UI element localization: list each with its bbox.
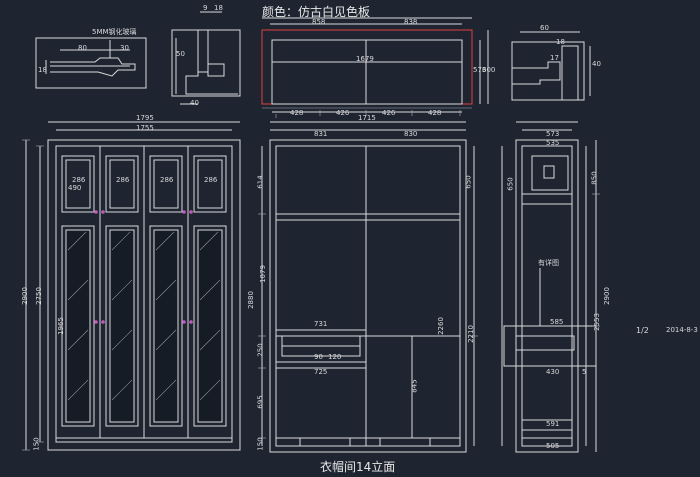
dim-left-panel: 286	[160, 176, 174, 184]
dim-right-h: 2900	[602, 287, 611, 305]
dim-right-h: 850	[590, 171, 599, 185]
dim-detail-b: 30	[120, 44, 129, 52]
dimension-lines	[22, 107, 600, 451]
dim-left-inner: 1755	[136, 124, 154, 132]
dim-left-door: 1965	[56, 317, 65, 335]
dim-mid-half: 830	[404, 130, 418, 138]
dim-mid-right: 2210	[466, 325, 475, 343]
dim-top-seg: 428	[290, 109, 304, 117]
dim-right-drawer: 5	[582, 368, 587, 376]
dim-detail-c: 40	[592, 60, 601, 68]
dim-right-drawer: 430	[546, 368, 560, 376]
dim-right-total: 573	[546, 130, 560, 138]
door-lower-panels	[61, 225, 227, 427]
dim-detail-b: 80	[78, 44, 87, 52]
dim-right-h: 650	[506, 177, 515, 191]
door-upper-panels	[61, 155, 227, 213]
dim-mid-h: 614	[256, 175, 265, 189]
dim-mid-h: 150	[256, 437, 265, 451]
dim-detail-a: 50	[176, 50, 185, 58]
dim-mid-drawer: 90	[314, 353, 323, 361]
glass-detail-label: 5MM钢化玻璃	[92, 28, 137, 36]
dim-mid-total: 1715	[358, 114, 376, 122]
dim-right-h: 2553	[592, 313, 601, 331]
dim-top-seg: 426	[336, 109, 350, 117]
left-elevation	[25, 121, 241, 451]
dim-right-drawer: 585	[550, 318, 564, 326]
dim-mid-drawer: 725	[314, 368, 328, 376]
dim-left-panel: 286	[116, 176, 130, 184]
dim-detail-b: 18	[38, 66, 47, 74]
drawing-date: 2014-8-3	[666, 326, 698, 334]
dim-top-total: 858	[312, 18, 326, 26]
top-cabinet	[261, 17, 489, 113]
dim-mid-h: 250	[256, 343, 265, 357]
dim-mid-drawer: 731	[314, 320, 328, 328]
dim-right-drawer: 505	[546, 442, 560, 450]
dim-mid-half: 831	[314, 130, 328, 138]
dim-left-base: 150	[32, 437, 41, 451]
dim-left-height: 2900	[20, 287, 29, 305]
detail-note-label: 有详图	[538, 259, 559, 267]
dim-mid-drawer: 845	[410, 379, 419, 393]
dim-left-panel: 286	[204, 176, 218, 184]
dim-left-total: 1795	[136, 114, 154, 122]
dim-left-small: 490	[68, 184, 82, 192]
dim-top-seg: 426	[382, 109, 396, 117]
dim-top-h2: 600	[482, 66, 496, 74]
dim-mid-h: 1079	[258, 265, 267, 283]
detail-profile-b	[171, 11, 241, 105]
dim-right-drawer: 591	[546, 420, 560, 428]
dim-detail-c: 17	[550, 54, 559, 62]
dim-mid-right: 650	[464, 175, 473, 189]
dim-detail-c: 18	[556, 38, 565, 46]
dim-mid-right: 2260	[436, 317, 445, 335]
dim-mid-drawer: 120	[328, 353, 342, 361]
glass-hatching	[67, 231, 221, 401]
dim-right-inner: 535	[546, 139, 560, 147]
page-number: 1/2	[636, 326, 649, 335]
middle-elevation	[261, 121, 475, 453]
dim-left-height2: 2750	[34, 287, 43, 305]
title-elevation: 衣帽间14立面	[320, 460, 396, 474]
dim-top-h1: 573	[473, 66, 487, 74]
dim-detail-a: 18	[214, 4, 223, 12]
door-handles	[94, 210, 193, 324]
dim-detail-a: 9	[203, 4, 208, 12]
dim-top-width: 1679	[356, 55, 374, 63]
dim-mid-h: 695	[256, 395, 265, 409]
dim-mid-h: 2880	[246, 291, 255, 309]
dim-detail-a: 40	[190, 99, 199, 107]
right-elevation	[501, 121, 597, 453]
title-color-note: 颜色：仿古白见色板	[262, 5, 371, 19]
dim-detail-c: 60	[540, 24, 549, 32]
detail-profile-a	[35, 37, 147, 89]
dim-left-panel: 286	[72, 176, 86, 184]
dim-top-seg: 428	[428, 109, 442, 117]
detail-profile-c	[511, 31, 591, 101]
dim-top-inner: 838	[404, 18, 418, 26]
